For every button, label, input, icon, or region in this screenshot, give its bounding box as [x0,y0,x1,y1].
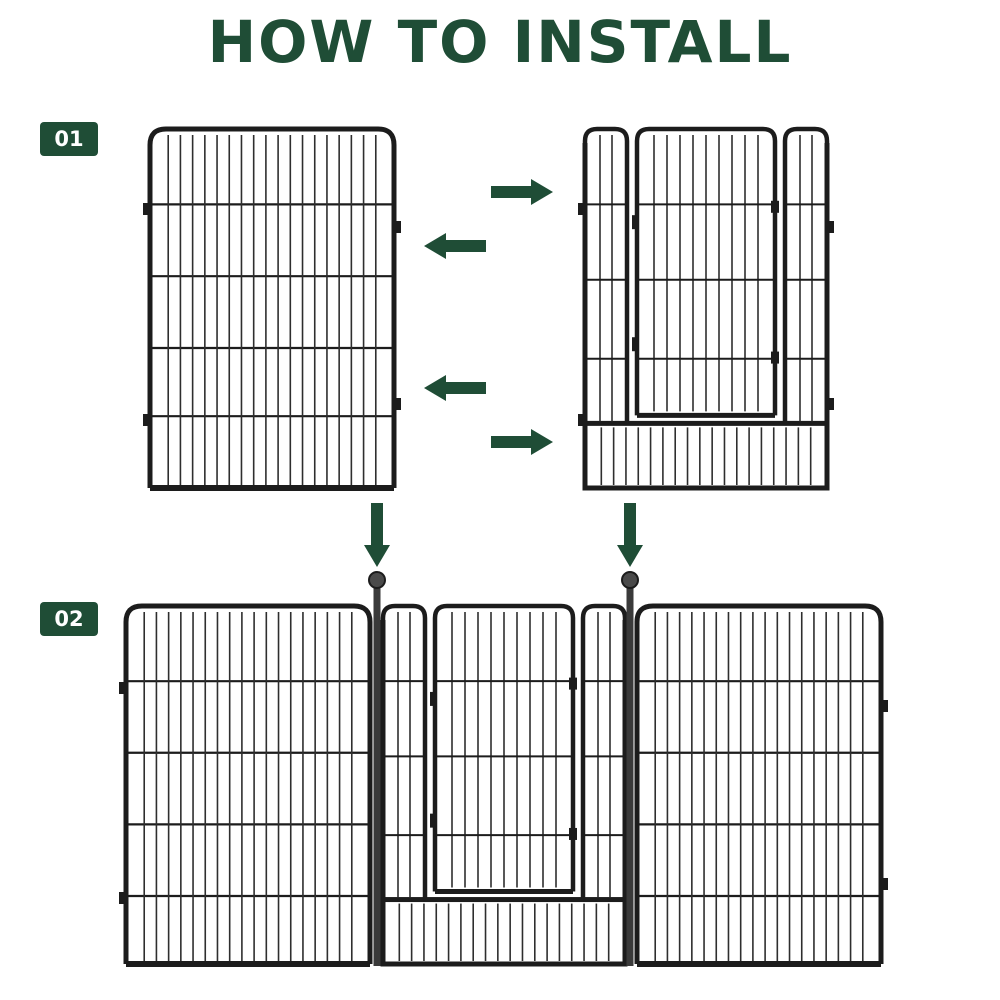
panel-frame [123,603,373,964]
panel-clip [881,700,888,712]
door-latch [569,677,577,690]
arrow-right-icon [491,179,553,205]
step2-assembled-fence [119,571,888,967]
door-frame [432,603,576,892]
panel-clip [827,398,834,410]
door-latch [771,200,779,213]
door-latch [569,827,577,840]
panel-clip [578,414,585,426]
panel-clip [119,682,126,694]
connecting-pin-knob [368,571,386,589]
step-badge-01: 01 [40,122,98,156]
page-title: HOW TO INSTALL [207,8,793,76]
arrow-left-icon [424,233,486,259]
panel-clip [143,203,150,215]
panel-clip [394,398,401,410]
door-panel-left-section [380,603,428,900]
arrow-down-icon [617,503,643,567]
door-latch [771,351,779,364]
door-hinge [632,337,638,352]
connecting-pin-knob [621,571,639,589]
door-frame [634,126,778,416]
arrow-right-icon [491,429,553,455]
panel-clip [881,878,888,890]
step1-door-panel [578,126,834,491]
door-panel-lower-section [380,897,628,967]
panel-clip [119,892,126,904]
step1-arrows [364,179,643,567]
door-hinge [430,691,436,706]
panel-clip [143,414,150,426]
door-hinge [430,813,436,828]
door-panel-left-section [582,126,630,424]
door-panel-lower-section [582,420,830,491]
step1-plain-panel [143,126,401,491]
door-hinge [632,215,638,230]
step-badge-02: 02 [40,602,98,636]
arrow-left-icon [424,375,486,401]
panel-clip [827,221,834,233]
door-panel-right-section [782,126,830,424]
panel-frame [147,126,397,488]
panel-clip [394,221,401,233]
panel-frame [634,603,884,964]
door-panel-right-section [580,603,628,900]
arrow-down-icon [364,503,390,567]
panel-clip [578,203,585,215]
